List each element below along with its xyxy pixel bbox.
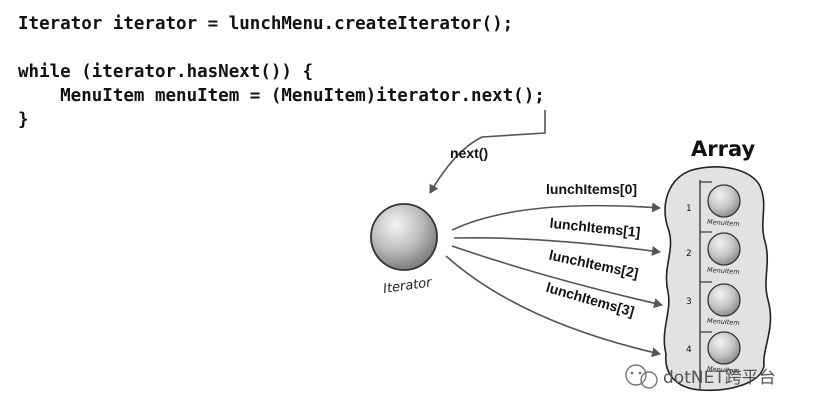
next-connector-line	[429, 110, 546, 194]
array-title: Array	[691, 137, 755, 161]
menuitem-ball-3	[707, 283, 741, 317]
label-lunchitems-2: lunchItems[2]	[548, 247, 640, 282]
slot-index-1: 1	[686, 204, 692, 214]
slot-index-2: 2	[686, 249, 692, 259]
menuitem-label-4: MenuItem	[707, 365, 740, 375]
menuitem-label-1: MenuItem	[707, 218, 740, 228]
arrow-lunchitems-2	[451, 245, 663, 309]
array-blob	[663, 166, 772, 392]
watermark: dotNET跨平台	[625, 364, 776, 389]
array-slot-4: 4 MenuItem	[686, 331, 741, 375]
code-line-1: Iterator iterator = lunchMenu.createIter…	[18, 14, 514, 34]
label-lunchitems-0: lunchItems[0]	[546, 181, 637, 197]
arrow-lunchitems-1	[453, 236, 661, 256]
array-slot-1: 1 MenuItem	[686, 184, 741, 228]
watermark-text: dotNET跨平台	[663, 368, 776, 388]
code-line-3: while (iterator.hasNext()) {	[18, 62, 314, 82]
next-label: next()	[450, 145, 488, 161]
slot-index-4: 4	[686, 345, 692, 355]
iterator-object: Iterator	[370, 203, 438, 297]
slot-index-3: 3	[686, 297, 692, 307]
arrow-lunchitems-0	[451, 202, 661, 231]
watermark-logo-icon	[625, 364, 658, 389]
menuitem-label-2: MenuItem	[707, 266, 740, 276]
iterator-label: Iterator	[382, 275, 434, 297]
array-slot-2: 2 MenuItem	[686, 232, 741, 276]
array-container: Array 1 MenuItem 2 MenuItem 3 MenuItem 4	[663, 137, 772, 392]
menuitem-ball-1	[707, 184, 741, 218]
menuitem-ball-4	[707, 331, 741, 365]
code-line-5: }	[18, 110, 29, 130]
menuitem-ball-2	[707, 232, 741, 266]
code-block: Iterator iterator = lunchMenu.createIter…	[18, 12, 545, 132]
menuitem-label-3: MenuItem	[707, 317, 740, 327]
code-line-4: MenuItem menuItem = (MenuItem)iterator.n…	[18, 86, 545, 106]
iterator-ball	[370, 203, 438, 271]
arrow-lunchitems-3	[445, 255, 661, 358]
array-slot-3: 3 MenuItem	[686, 283, 741, 327]
label-lunchitems-3: lunchItems[3]	[544, 279, 636, 319]
label-lunchitems-1: lunchItems[1]	[549, 215, 641, 240]
